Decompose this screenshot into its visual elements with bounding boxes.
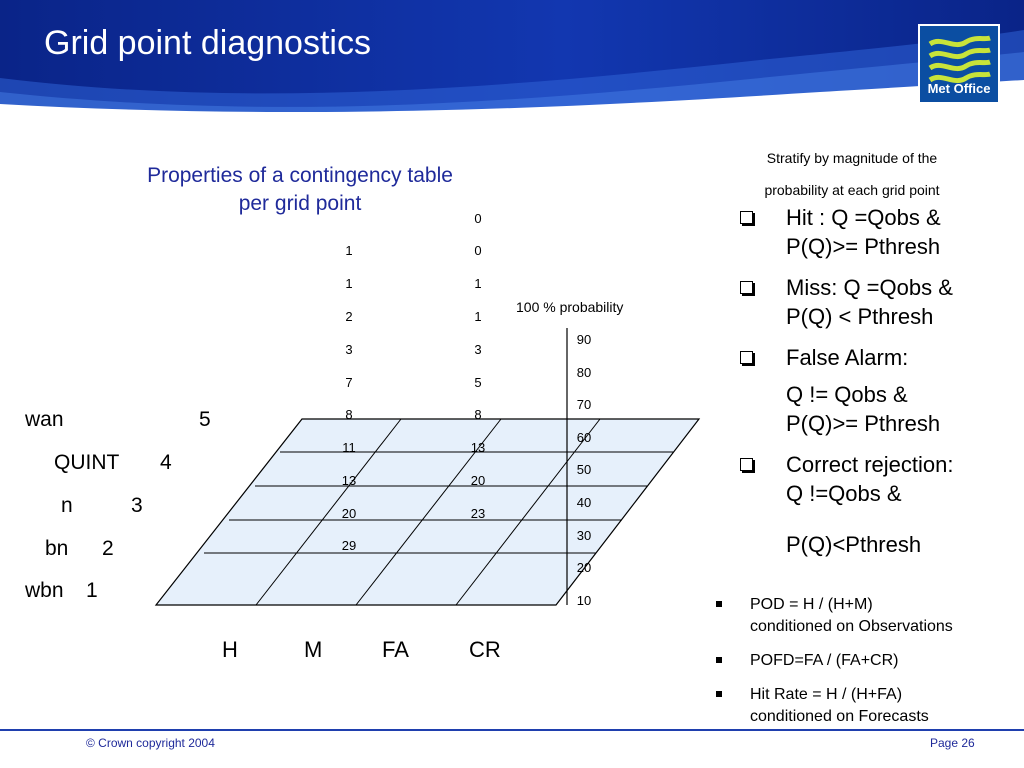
footer-divider [0, 729, 1024, 731]
subtitle-line: Properties of a contingency table [147, 164, 453, 187]
count-left: 3 [345, 342, 353, 357]
formula-list: POD = H / (H+M) conditioned on Observati… [716, 594, 1016, 740]
count-left: 2 [345, 309, 353, 324]
count-right: 8 [474, 407, 482, 422]
category-value: 4 [160, 451, 172, 474]
formula-line: POD = H / (H+M) [750, 596, 873, 613]
list-item: Miss: Q =Qobs & P(Q) < Pthresh [734, 273, 1014, 331]
category-name: QUINT [54, 451, 120, 474]
probability-tick: 70 [576, 397, 592, 412]
stratify-line: Stratify by magnitude of the [766, 150, 938, 166]
probability-tick: 50 [576, 462, 592, 477]
square-bullet-icon [716, 657, 722, 663]
probability-tick: 60 [576, 430, 592, 445]
count-right: 1 [474, 309, 482, 324]
stratify-line: probability at each grid point [764, 182, 940, 198]
category-m: M [304, 637, 323, 662]
formula-line: conditioned on Observations [750, 618, 953, 635]
probability-tick: 90 [576, 332, 592, 347]
count-right: 20 [470, 473, 486, 488]
count-left: 13 [341, 473, 357, 488]
count-left: 1 [345, 276, 353, 291]
category-value: 3 [131, 494, 143, 517]
logo-text: Met Office [927, 81, 991, 96]
count-left: 11 [342, 440, 356, 455]
square-bullet-icon [716, 601, 722, 607]
formula-line: POFD=FA / (FA+CR) [750, 652, 899, 669]
count-right: 13 [470, 440, 486, 455]
grid-col-line [255, 418, 402, 606]
count-left: 1 [345, 243, 353, 258]
header-background [0, 0, 1024, 112]
count-right: 0 [474, 211, 482, 226]
category-cr: CR [469, 637, 501, 662]
count-right: 1 [474, 276, 482, 291]
formula-line: Hit Rate = H / (H+FA) [750, 686, 903, 703]
category-value: 1 [86, 579, 98, 602]
subtitle: Properties of a contingency table per gr… [100, 162, 500, 218]
count-left: 7 [345, 375, 353, 390]
bullet-line: Q != Qobs & [786, 382, 908, 407]
category-h: H [222, 637, 238, 662]
subtitle-line: per grid point [238, 192, 362, 215]
bullet-line: Miss: Q =Qobs & [786, 275, 953, 300]
met-office-logo: Met Office [918, 24, 1000, 104]
probability-label: 100 % probability [516, 299, 624, 315]
checkbox-bullet-icon [740, 351, 753, 364]
category-name: wan [25, 408, 64, 431]
probability-tick: 20 [576, 560, 592, 575]
category-value: 5 [199, 408, 211, 431]
count-left: 8 [345, 407, 353, 422]
page-title: Grid point diagnostics [44, 24, 371, 62]
count-right: 0 [474, 243, 482, 258]
bullet-line: P(Q) < Pthresh [786, 304, 934, 329]
bullet-line: Hit : Q =Qobs & [786, 205, 941, 230]
bullet-line: P(Q)<Pthresh [786, 532, 922, 557]
category-name: n [61, 494, 73, 517]
category-value: 2 [102, 537, 114, 560]
copyright-text: © Crown copyright 2004 [86, 736, 215, 750]
count-left: 29 [341, 538, 357, 553]
wave-logo-icon [928, 35, 991, 84]
list-item: Q != Qobs & P(Q)>= Pthresh [734, 380, 1014, 438]
probability-tick: 80 [576, 365, 592, 380]
count-right: 23 [470, 506, 486, 521]
bullet-line: P(Q)>= Pthresh [786, 234, 941, 259]
list-item: POFD=FA / (FA+CR) [716, 650, 1016, 672]
probability-tick: 30 [576, 528, 592, 543]
header-banner: Grid point diagnostics Met Office [0, 0, 1024, 112]
count-right: 5 [474, 375, 482, 390]
stratify-note: Stratify by magnitude of the probability… [726, 142, 978, 206]
bullet-line: Q !=Qobs & [786, 481, 902, 506]
definition-list: Hit : Q =Qobs & P(Q)>= Pthresh Miss: Q =… [734, 203, 1014, 571]
grid-plane [154, 418, 701, 606]
checkbox-bullet-icon [740, 211, 753, 224]
probability-tick: 10 [576, 593, 592, 608]
list-item: Hit : Q =Qobs & P(Q)>= Pthresh [734, 203, 1014, 261]
list-item: Hit Rate = H / (H+FA) conditioned on For… [716, 684, 1016, 728]
list-item: False Alarm: [734, 343, 1014, 372]
category-fa: FA [382, 637, 409, 662]
bullet-line: Correct rejection: [786, 452, 954, 477]
checkbox-bullet-icon [740, 458, 753, 471]
bullet-line: False Alarm: [786, 345, 909, 370]
probability-tick: 40 [576, 495, 592, 510]
bullet-line: P(Q)>= Pthresh [786, 411, 941, 436]
count-right: 3 [474, 342, 482, 357]
list-item: POD = H / (H+M) conditioned on Observati… [716, 594, 1016, 638]
grid-col-line [355, 418, 502, 606]
list-item: P(Q)<Pthresh [734, 530, 1014, 559]
category-name: wbn [25, 579, 64, 602]
checkbox-bullet-icon [740, 281, 753, 294]
list-item: Correct rejection: Q !=Qobs & [734, 450, 1014, 508]
square-bullet-icon [716, 691, 722, 697]
page-number: Page 26 [930, 736, 975, 750]
category-name: bn [45, 537, 69, 560]
count-left: 20 [341, 506, 357, 521]
formula-line: conditioned on Forecasts [750, 708, 929, 725]
grid-col-line [455, 418, 601, 606]
